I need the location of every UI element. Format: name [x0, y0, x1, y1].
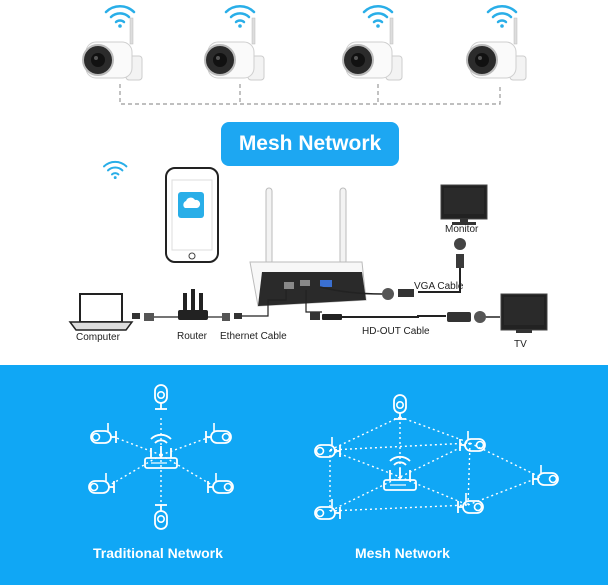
traditional-camera-right-up [205, 422, 232, 444]
monitor-label: Monitor [445, 224, 479, 235]
computer-label: Computer [76, 332, 120, 343]
mesh-network-banner: Mesh Network [221, 122, 399, 166]
nvr-icon [249, 187, 367, 307]
topology-comparison-panel: Traditional Network Mesh Network [0, 365, 608, 585]
camera-dashed-link [119, 84, 501, 105]
ethernet-chain-left [132, 313, 180, 321]
vga-connector [319, 238, 466, 300]
camera-2 [204, 5, 265, 81]
traditional-topology [109, 417, 213, 507]
ethernet-cable-label: Ethernet Cable [220, 331, 287, 342]
hdmi-cable [305, 290, 500, 323]
mesh-network-caption: Mesh Network [355, 545, 450, 561]
mesh-camera-far-right [532, 464, 559, 486]
camera-1 [82, 5, 143, 81]
traditional-camera-top [154, 384, 168, 410]
hdout-cable-label: HD-OUT Cable [362, 326, 430, 337]
ethernet-chain-right [208, 290, 287, 321]
mesh-camera-top [393, 394, 407, 420]
mesh-camera-right-up [459, 430, 486, 452]
vga-cable-label: VGA Cable [414, 281, 464, 292]
phone-app-label: Foscam [181, 221, 203, 227]
mesh-router [383, 455, 417, 491]
setup-diagram [68, 5, 548, 333]
camera-4 [466, 5, 527, 81]
mesh-topology [329, 416, 541, 512]
topology-diagrams [88, 384, 559, 530]
traditional-camera-right-down [207, 472, 234, 494]
traditional-network-caption: Traditional Network [93, 545, 223, 561]
phone-icon [165, 167, 219, 263]
monitor-icon [440, 184, 488, 225]
tv-label: TV [514, 339, 527, 350]
traditional-camera-bottom [154, 504, 168, 530]
router-label: Router [177, 331, 208, 342]
traditional-camera-left-down [88, 472, 115, 494]
mesh-camera-left-down [314, 498, 341, 520]
camera-3 [342, 5, 403, 81]
banner-title: Mesh Network [238, 132, 382, 155]
traditional-camera-left-up [90, 422, 117, 444]
router-icon [103, 160, 208, 320]
tv-icon [500, 293, 548, 333]
laptop-icon [68, 293, 134, 331]
